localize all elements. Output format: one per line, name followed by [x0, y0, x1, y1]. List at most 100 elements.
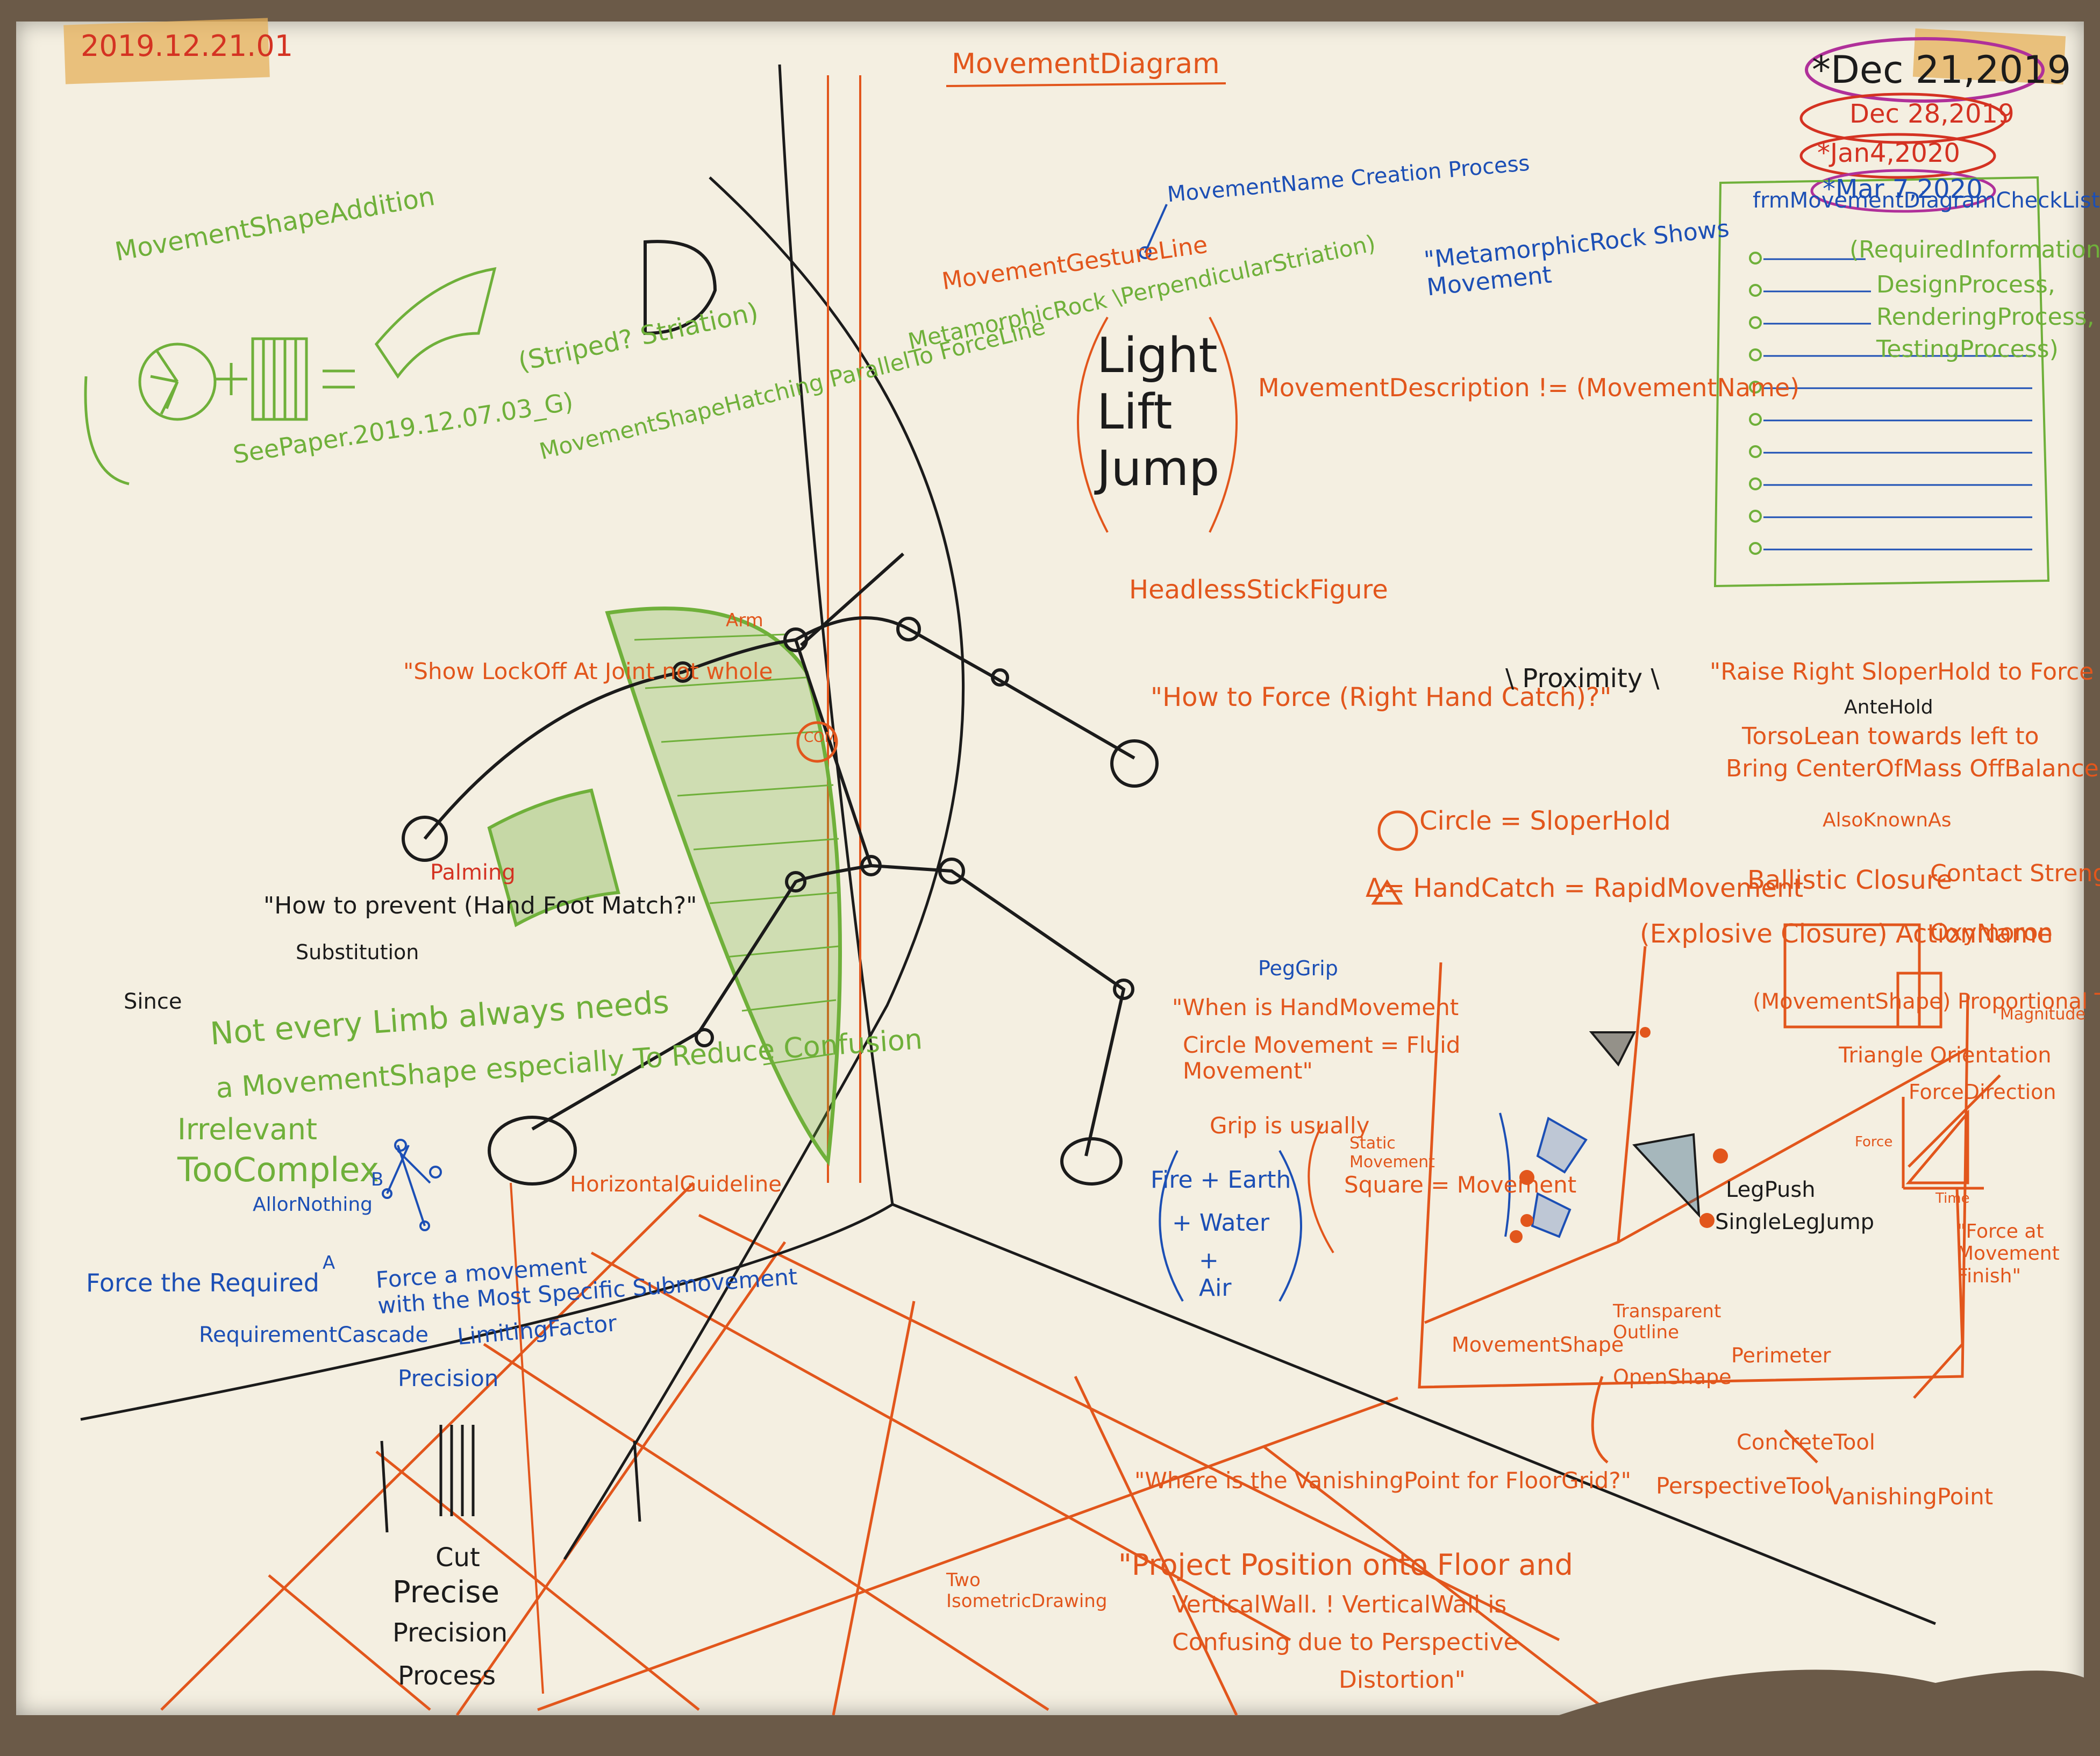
note-description: MovementDescription != (MovementName) [1258, 373, 1800, 402]
stick-figure [402, 552, 1159, 1186]
note-project-3: Confusing due to Perspective [1172, 1629, 1518, 1656]
note-process: Process [398, 1661, 496, 1691]
note-since: Since [124, 989, 182, 1014]
movement-markers [1510, 1027, 1728, 1243]
note-precision-list: Precision [392, 1618, 508, 1648]
note-raise-2: TorsoLean towards left to [1742, 723, 2039, 750]
note-how-force: "How to Force (Right Hand Catch)?" [1151, 682, 1612, 712]
note-project-2: VerticalWall. ! VerticalWall is [1172, 1591, 1507, 1618]
note-triangle-orient: Triangle Orientation [1839, 1043, 2052, 1068]
note-magnitude: Magnitude [2000, 1005, 2085, 1024]
bracket-marks [1077, 316, 1334, 1254]
sheet-id: 2019.12.21.01 [81, 29, 294, 63]
date-ovals [1799, 37, 2045, 213]
label-time-axis: Time [1935, 1190, 1970, 1207]
note-cascade: RequirementCascade [199, 1323, 429, 1347]
note-hand-catch: Δ= HandCatch = RapidMovement [1366, 873, 1804, 903]
note-fire-earth: Fire + Earth [1151, 1166, 1291, 1194]
label-force-axis: Force [1855, 1134, 1893, 1150]
palming-shape [487, 788, 620, 927]
note-movement-shape: MovementShape [1452, 1333, 1624, 1357]
note-show-lockoff: "Show LockOff At Joint not whole [403, 658, 773, 684]
label-a: A [323, 1252, 335, 1274]
delta-symbol [1371, 879, 1403, 905]
note-shape-proportional: (MovementShape) Proportional To Force [1753, 989, 2100, 1014]
word-jump: Jump [1097, 440, 1220, 497]
note-circle-sloper: Circle = SloperHold [1419, 806, 1671, 836]
cut-marks [380, 1425, 641, 1533]
note-peg-grip: PegGrip [1258, 956, 1338, 980]
perspective-box [1377, 810, 2001, 1464]
wall-corner [80, 64, 1936, 1625]
note-cut: Cut [435, 1543, 480, 1573]
title-underline [946, 82, 1226, 87]
blue-connectors [382, 204, 1168, 1231]
note-project-1: "Project Position onto Floor and [1118, 1548, 1573, 1582]
note-two-isometric: Two IsometricDrawing [946, 1569, 1108, 1612]
note-force-required: Force the Required [86, 1268, 319, 1297]
note-static-movement: Static Movement [1349, 1134, 1435, 1172]
checklist-item-3: RenderingProcess, [1876, 303, 2095, 331]
word-light: Light [1097, 327, 1218, 384]
note-contact-strength: Contact Strength [1930, 860, 2100, 887]
note-concrete-tool: ConcreteTool [1737, 1430, 1875, 1455]
shape-addition-diagram [84, 267, 497, 486]
note-raise-1: "Raise Right SloperHold to Force [1710, 658, 2094, 686]
semicircle-shape [644, 240, 717, 336]
note-water: + Water [1172, 1209, 1269, 1237]
note-project-4: Distortion" [1339, 1666, 1466, 1694]
note-force-finish: "Force at Movement Finish" [1957, 1220, 2060, 1287]
note-perimeter: Perimeter [1731, 1344, 1831, 1367]
note-substitution: Substitution [296, 940, 419, 964]
label-b: B [371, 1169, 384, 1190]
note-horizontal-guideline: HorizontalGuideline [570, 1172, 782, 1197]
note-also-known: AlsoKnownAs [1823, 809, 1952, 831]
checklist-box [1713, 176, 2050, 588]
movement-shape-hatched [605, 606, 842, 1166]
page-title: MovementDiagram [952, 48, 1220, 80]
note-raise-3: Bring CenterOfMass OffBalance" [1726, 755, 2100, 782]
note-square-movement: Square = Movement [1344, 1172, 1577, 1198]
note-transparent-outline: Transparent Outline [1613, 1301, 1722, 1344]
date-3: *Jan4,2020 [1817, 138, 1960, 168]
note-arm: Arm [726, 610, 763, 631]
note-leg-push: LegPush [1726, 1177, 1816, 1202]
checklist-item-1: (RequiredInformation, [1849, 236, 2100, 263]
vertical-guidelines [510, 75, 861, 1694]
date-4: *Mar 7,2020 [1823, 174, 1983, 204]
checklist-lines [1763, 258, 2032, 551]
torn-edge [1559, 1669, 2084, 1756]
element-brackets [1159, 1112, 1511, 1302]
label-com: COM [804, 730, 837, 746]
note-ballistic: Ballistic Closure [1747, 865, 1953, 895]
note-irrelevant: Irrelevant [177, 1112, 318, 1146]
checklist-title: frmMovementDiagramCheckList [1753, 188, 2100, 213]
note-single-leg: SingleLegJump [1715, 1210, 1875, 1234]
note-precision: Precision [398, 1365, 499, 1391]
label-palming: Palming [430, 860, 516, 885]
note-vanishing-point: VanishingPoint [1828, 1483, 1994, 1510]
note-anti-hold: AnteHold [1844, 696, 1933, 718]
checklist-item-4: TestingProcess) [1876, 336, 2059, 363]
note-proximity: \ Proximity \ [1505, 663, 1660, 694]
paper-sheet [16, 22, 2084, 1715]
checklist-item-2: DesignProcess, [1876, 271, 2055, 298]
note-oxymoron: Oxymoron [1930, 919, 2053, 946]
note-perspective-tool: PerspectiveTool [1656, 1473, 1831, 1499]
date-1: *Dec 21,2019 [1812, 48, 2072, 92]
note-grip-usually: Grip is usually [1210, 1112, 1370, 1139]
note-all-or-nothing: AllorNothing [253, 1194, 373, 1216]
note-how-prevent: "How to prevent (Hand Foot Match?" [263, 892, 697, 919]
note-explosive: (Explosive Closure) ActionName [1640, 919, 2053, 949]
note-when-is: "When is HandMovement [1172, 994, 1459, 1020]
com-circle [796, 721, 838, 763]
note-headless: HeadlessStickFigure [1129, 575, 1388, 605]
note-air: + Air [1199, 1247, 1232, 1302]
note-vanishing-question: "Where is the VanishingPoint for FloorGr… [1134, 1467, 1631, 1494]
note-too-complex: TooComplex [177, 1150, 380, 1189]
note-open-shape: OpenShape [1613, 1365, 1732, 1389]
note-force-direction: ForceDirection [1909, 1080, 2056, 1104]
note-precise: Precise [392, 1575, 500, 1610]
